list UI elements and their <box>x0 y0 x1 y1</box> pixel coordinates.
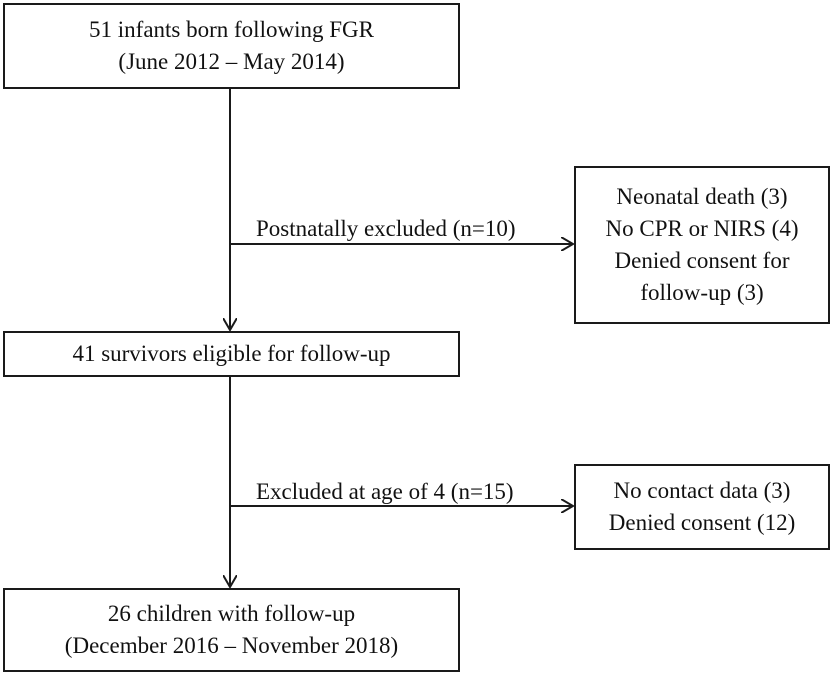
postnatal-exclusion-line2: No CPR or NIRS (4) <box>605 216 799 241</box>
box-start: 51 infants born following FGR (June 2012… <box>3 3 460 89</box>
box-final-line1: 26 children with follow-up <box>107 601 356 626</box>
postnatal-exclusion-line3: Denied consent for <box>614 248 790 273</box>
box-start-line2: (June 2012 – May 2014) <box>118 49 345 74</box>
age4-exclusion-line1: No contact data (3) <box>613 478 791 503</box>
label-postnatal-excluded: Postnatally excluded (n=10) <box>256 216 516 241</box>
postnatal-exclusion-line1: Neonatal death (3) <box>616 184 788 209</box>
box-eligible-line1: 41 survivors eligible for follow-up <box>72 341 391 366</box>
label-age4-excluded: Excluded at age of 4 (n=15) <box>256 479 514 504</box>
postnatal-exclusion-line4: follow-up (3) <box>640 280 764 305</box>
box-final-line2: (December 2016 – November 2018) <box>64 633 399 658</box>
box-start-line1: 51 infants born following FGR <box>89 17 374 42</box>
box-age4-exclusion: No contact data (3) Denied consent (12) <box>574 464 830 550</box>
box-eligible: 41 survivors eligible for follow-up <box>3 331 460 377</box>
box-final: 26 children with follow-up (December 201… <box>3 588 460 672</box>
box-postnatal-exclusion: Neonatal death (3) No CPR or NIRS (4) De… <box>574 166 830 324</box>
age4-exclusion-line2: Denied consent (12) <box>608 510 796 535</box>
